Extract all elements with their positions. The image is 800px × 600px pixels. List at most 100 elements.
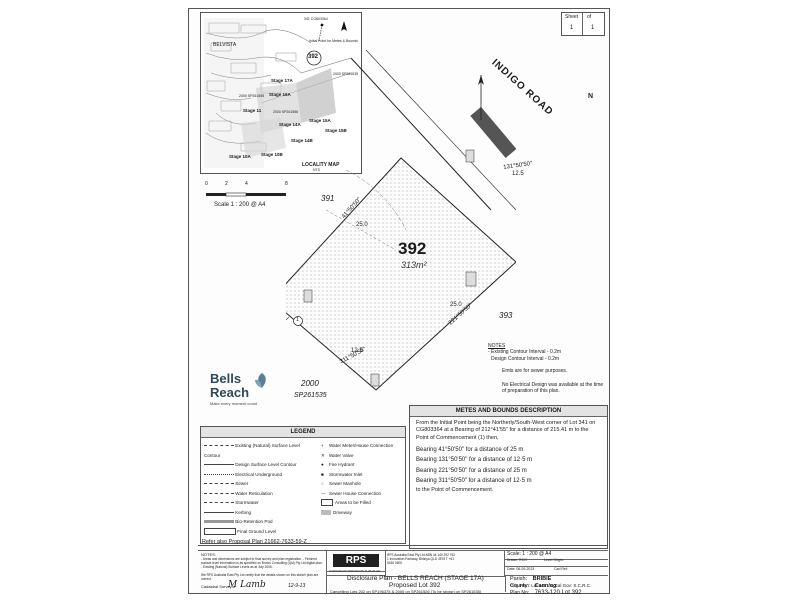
- tb-notes-text: - Areas and dimensions are subject to fi…: [201, 557, 323, 569]
- tb-copyright: COPYRIGHT PROTECTS THIS PLAN: [329, 569, 381, 573]
- tb-lga: Local Gov: S.C.R.C.: [550, 583, 592, 588]
- notes-electrical: No Electrical Design was available at th…: [502, 382, 604, 395]
- legend-item-sewer: Sewer: [204, 479, 316, 489]
- neighbour-lot-right: 393: [499, 311, 513, 320]
- scale-tick-0: 0: [205, 181, 208, 187]
- locality-stage-11: Stage 11: [243, 108, 262, 113]
- legend-item-sewer-manhole: ○Sewer Manhole: [321, 481, 361, 486]
- locality-lot-ref: 341 CG803364: [304, 17, 328, 21]
- locality-stage-10b: Stage 10B: [261, 152, 283, 157]
- tb-level: Level Origin:: [544, 558, 564, 562]
- tb-date: Date: 06-09-2013: [507, 567, 535, 571]
- legend-item-fgl: Final Ground Level: [204, 527, 316, 537]
- sheet-number: 1: [570, 25, 574, 31]
- lot-area: 313m²: [401, 260, 427, 270]
- commencement-mark: 1: [296, 317, 299, 323]
- tb-cert: We RPS Australia East Pty Ltd certify th…: [201, 573, 319, 581]
- metes-line-3: Bearing 221°50'50" for a distance of 25 …: [416, 467, 527, 474]
- locality-stage-16a: Stage 16A: [269, 92, 291, 97]
- title-block-notes: NOTES: - Areas and dimensions are subjec…: [198, 550, 327, 593]
- tb-drawn: Drawn: RCG: [507, 558, 527, 562]
- legend-item-kerbing: Kerbing: [204, 508, 316, 518]
- tb-parish: BRIBIE: [532, 576, 552, 582]
- tb-sign-date: 12-9-13: [288, 583, 306, 589]
- scale-bar: 0 2 4 8 Scale 1 : 200 @ A4: [204, 182, 304, 214]
- metes-line-1: Bearing 41°50'50" for a distance of 25 m: [416, 447, 524, 454]
- distance-3: 25.0: [450, 302, 462, 308]
- lot-plan-drawing: [286, 49, 516, 391]
- legend-title: LEGEND: [201, 427, 405, 438]
- tb-scale: Scale: 1 : 200 @ A4: [507, 551, 552, 557]
- tb-parish-label: Parish:: [510, 576, 528, 582]
- plan-number-row: Plan No: 7633-120 Lot 392: [510, 590, 582, 596]
- locality-sp-2: 2000 SP261555: [239, 94, 265, 98]
- north-arrow-label: N: [588, 93, 594, 100]
- scale-label: Scale 1 : 200 @ A4: [214, 202, 266, 208]
- notes-ems: Emts are for sewer purposes.: [502, 367, 568, 374]
- tb-address: RPS Australia East Pty Ltd ABN 44 140 29…: [387, 553, 456, 566]
- distance-1: 25.0: [356, 222, 368, 228]
- lot-392-boundary: [286, 157, 516, 391]
- plan-notes: NOTES - Existing Contour Interval - 0.2m…: [488, 343, 606, 395]
- scale-tick-2: 2: [225, 181, 228, 187]
- tb-county-label: County:: [510, 583, 529, 589]
- tb-title-3: Cancelling Lots 202 on SP196375 & 2000 o…: [330, 589, 482, 594]
- legend-item-stormwater-inlet: ■Stormwater Inlet: [321, 471, 363, 477]
- locality-map: 392 BELVISTA 341 CG803364 Initial Point …: [200, 12, 362, 174]
- legend-item-bio-retention: Bio-Retention Pod: [204, 517, 316, 527]
- copyright-cell: COPYRIGHT PROTECTS THIS PLAN: [326, 570, 386, 576]
- tb-county: Canning: [534, 583, 557, 589]
- locality-stage-15b: Stage 15B: [325, 128, 347, 133]
- drawn-cell: Drawn: RCG Level Origin:: [504, 558, 608, 567]
- metes-outro: to the Point of Commencement.: [416, 487, 494, 494]
- distance-4: 12.5: [351, 348, 363, 354]
- legend-item-driveway: Driveway: [321, 508, 403, 518]
- rps-logo-cell: RPS: [326, 550, 386, 572]
- locality-stage-10a: Stage 10A: [229, 154, 251, 159]
- tb-planno-label: Plan No:: [510, 590, 530, 596]
- legend-item-stormwater: Stormwater: [204, 498, 316, 508]
- notes-title: NOTES: [488, 343, 506, 349]
- locality-sp-3: 2000 SP261556: [273, 110, 299, 114]
- bells-reach-logo: Bells Reach Make every moment count: [210, 372, 280, 412]
- tb-surveyor-label: Cadastral Surveyor: [201, 584, 236, 589]
- brand-name: Bells: [210, 371, 242, 386]
- tb-cad: Cad Ref:: [554, 567, 568, 571]
- distance-2: 12.5: [512, 171, 524, 177]
- legend-item-electrical: Electrical Underground: [204, 470, 316, 480]
- neighbour-lot-below-sp: SP261535: [294, 392, 327, 399]
- legend-item-fire-hydrant: ●Fire Hydrant: [321, 462, 355, 467]
- tb-signature: M Lamb: [228, 580, 266, 590]
- sheet-number-box: Sheet 1 of 1: [561, 12, 605, 36]
- metes-intro: From the Initial Point being the Norther…: [416, 420, 596, 441]
- neighbour-lot-below: 2000: [301, 379, 319, 388]
- refer-plan: Refer also Proposal Plan 21662-7633-59-Z: [202, 539, 307, 545]
- rps-logo: RPS: [333, 554, 379, 567]
- metes-line-2: Bearing 131°50'50" for a distance of 12·…: [416, 457, 533, 464]
- tb-orig-label: Orig.Plan:: [510, 583, 531, 588]
- legend-item-water: Water Reticulation: [204, 489, 316, 499]
- legend-box: LEGEND Existing (Natural) Surface Level …: [200, 426, 406, 544]
- tb-title-2: Proposed Lot 392: [389, 582, 441, 589]
- scale-cell: Scale: 1 : 200 @ A4: [504, 550, 608, 560]
- neighbour-lot-left: 391: [321, 194, 335, 203]
- locality-stage-15a: Stage 15A: [309, 118, 331, 123]
- brand-name-2: Reach: [210, 385, 250, 400]
- notes-contour-1: - Existing Contour Interval - 0.2m: [488, 349, 562, 356]
- metes-bounds-box: METES AND BOUNDS DESCRIPTION From the In…: [409, 405, 608, 549]
- brand-tagline: Make every moment count: [210, 401, 258, 406]
- lot-number: 392: [398, 239, 427, 258]
- address-cell: RPS Australia East Pty Ltd ABN 44 140 29…: [384, 550, 505, 577]
- county-row: County: Canning: [510, 583, 557, 589]
- legend-item-fill: Areas to be Filled: [321, 498, 403, 508]
- scale-tick-8: 8: [285, 181, 288, 187]
- orig-plan-row: Orig.Plan: Lot 648 Local Gov: S.C.R.C.: [510, 583, 591, 588]
- locality-stage-14a: Stage 14A: [279, 122, 301, 127]
- metes-line-4: Bearing 311°50'50" for a distance of 12·…: [416, 477, 532, 484]
- sheet-of-label: of: [587, 14, 592, 20]
- locality-stage-17a: Stage 17A: [271, 78, 293, 83]
- scale-bar-drawing: [206, 192, 286, 197]
- locality-map-title: LOCALITY MAP: [302, 162, 340, 168]
- locality-lot-label: 392: [308, 54, 319, 60]
- legend-item-design-contour: Design Surface Level Contour: [204, 460, 316, 470]
